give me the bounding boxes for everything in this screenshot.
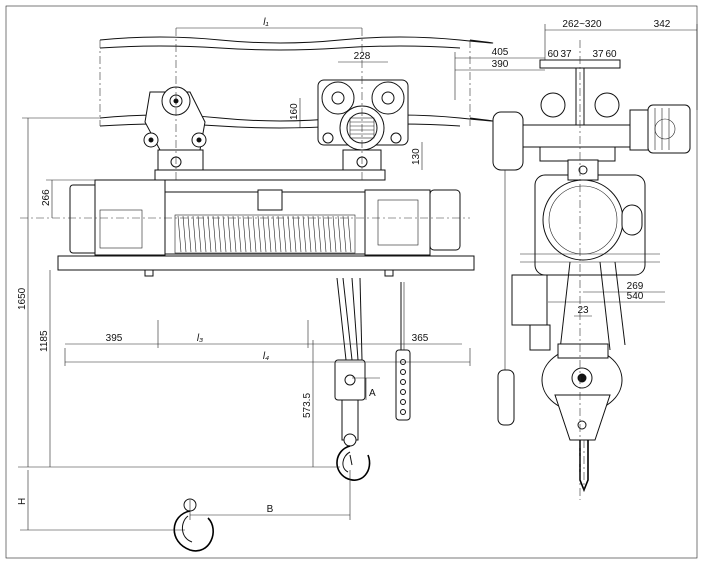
dim-365: 365 — [412, 333, 429, 344]
drum-coil-line — [307, 215, 312, 253]
dim-262-320: 262~320 — [562, 19, 602, 30]
side-hoist-body — [511, 159, 660, 351]
dim-160: 160 — [289, 103, 300, 120]
drum-coil-line — [342, 215, 347, 253]
drum-coil-line — [182, 215, 187, 253]
side-dimensions: 262~320 342 405 390 60 37 37 60 269 540 — [454, 19, 698, 317]
dim-269: 269 — [627, 281, 644, 292]
drum-coil-line — [252, 215, 257, 253]
dim-1185: 1185 — [39, 330, 50, 352]
drum-coil-line — [337, 215, 342, 253]
drum-coil-line — [317, 215, 322, 253]
dim-228: 228 — [354, 51, 371, 62]
drum-coil-line — [202, 215, 207, 253]
drum-coil-line — [327, 215, 332, 253]
drum-coil-line — [267, 215, 272, 253]
side-hook-block — [541, 261, 626, 493]
drum-coil-line — [347, 215, 352, 253]
drum-coil-line — [272, 215, 277, 253]
drum-coil-line — [187, 215, 192, 253]
drum-coil-line — [232, 215, 237, 253]
front-view: l₁ 228 160 130 266 1650 1185 — [17, 17, 494, 552]
drum-coil-line — [237, 215, 242, 253]
dim-B: B — [267, 504, 274, 515]
travel-motor — [629, 104, 691, 154]
side-view: 262~320 342 405 390 60 37 37 60 269 540 — [454, 19, 698, 500]
drum-coil-line — [322, 215, 327, 253]
dim-H: H — [17, 498, 28, 505]
side-pendant — [497, 369, 515, 426]
dim-540: 540 — [627, 291, 644, 302]
drawing-frame — [5, 5, 698, 559]
dim-130: 130 — [411, 148, 422, 165]
hook-block — [334, 277, 371, 481]
dim-23: 23 — [577, 305, 589, 316]
dim-395: 395 — [106, 333, 123, 344]
dim-60-left: 60 — [547, 49, 559, 60]
pendant-control — [395, 282, 411, 421]
drum-coil-line — [247, 215, 252, 253]
dim-l3: l₃ — [197, 333, 203, 344]
dim-573-5: 573.5 — [302, 393, 313, 418]
drum-coil-line — [227, 215, 232, 253]
drum-coil-line — [192, 215, 197, 253]
drum-coil-line — [217, 215, 222, 253]
dim-390: 390 — [492, 59, 509, 70]
dim-266: 266 — [41, 189, 52, 206]
dim-A: A — [369, 388, 376, 399]
drum-coil-line — [297, 215, 302, 253]
dim-1650: 1650 — [17, 287, 28, 310]
hoist-body — [69, 179, 461, 256]
dim-l1: l₁ — [263, 17, 268, 28]
rope-drum — [177, 215, 352, 253]
drum-coil-line — [277, 215, 282, 253]
drum-coil-line — [332, 215, 337, 253]
drum-coil-line — [312, 215, 317, 253]
dim-60-right: 60 — [605, 49, 617, 60]
trolley-right — [317, 79, 409, 171]
drum-coil-line — [177, 215, 182, 253]
trolley-left — [143, 86, 207, 171]
side-motor-end — [492, 111, 524, 171]
dim-37-right: 37 — [592, 49, 604, 60]
drum-coil-line — [222, 215, 227, 253]
drum-coil-line — [287, 215, 292, 253]
base-plate — [57, 255, 475, 271]
drum-coil-line — [197, 215, 202, 253]
drum-coil-line — [207, 215, 212, 253]
dim-l4: l₄ — [263, 351, 269, 362]
drum-coil-line — [282, 215, 287, 253]
drum-coil-line — [302, 215, 307, 253]
front-dimensions: l₁ 228 160 130 266 1650 1185 — [17, 17, 471, 531]
dim-342: 342 — [654, 19, 671, 30]
dim-37-left: 37 — [560, 49, 572, 60]
drum-coil-line — [212, 215, 217, 253]
low-hook — [173, 498, 214, 552]
drum-coil-line — [292, 215, 297, 253]
drum-coil-line — [257, 215, 262, 253]
dim-405: 405 — [492, 47, 509, 58]
drum-coil-line — [262, 215, 267, 253]
drum-coil-line — [242, 215, 247, 253]
hanger-beam — [154, 169, 386, 181]
